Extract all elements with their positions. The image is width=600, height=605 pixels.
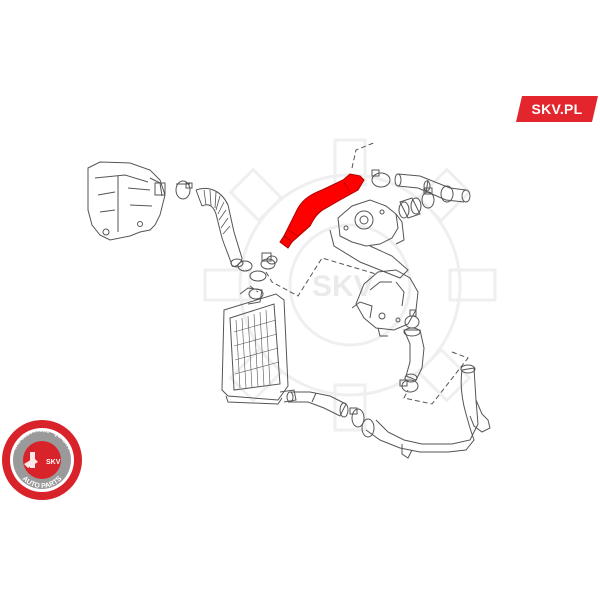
long-charge-pipe — [365, 364, 491, 459]
engine-block — [87, 161, 166, 241]
hose-clamp — [349, 407, 375, 438]
intercooler-lower-hose — [286, 391, 349, 418]
seal-center-text: SKV — [46, 459, 61, 466]
watermark-text: SKV — [312, 270, 374, 303]
hose-clamp — [371, 169, 391, 188]
hose-clamp — [399, 379, 419, 393]
seal-logo-icon: THE BEST PRICE - QUALITY SKV AUTO PARTS — [2, 420, 82, 500]
hose-clamp — [237, 252, 276, 282]
corrugated-hose — [195, 187, 244, 268]
turbocharger — [351, 269, 419, 337]
brand-badge-text: SKV.PL — [531, 101, 583, 117]
coupling-sleeve — [398, 187, 435, 219]
hose-clamp — [175, 180, 193, 200]
hose-clamp — [404, 309, 420, 329]
red-hose-ribs — [287, 181, 351, 237]
turbo-outlet-hose — [403, 327, 425, 383]
throttle-housing — [329, 199, 409, 279]
intercooler-hose-highlighted — [283, 173, 365, 243]
hose-clamp — [266, 255, 278, 265]
intercooler — [221, 287, 297, 405]
brand-badge: SKV.PL — [516, 96, 598, 122]
intercooler-hose-end — [279, 235, 293, 249]
charge-pipe — [394, 173, 471, 203]
